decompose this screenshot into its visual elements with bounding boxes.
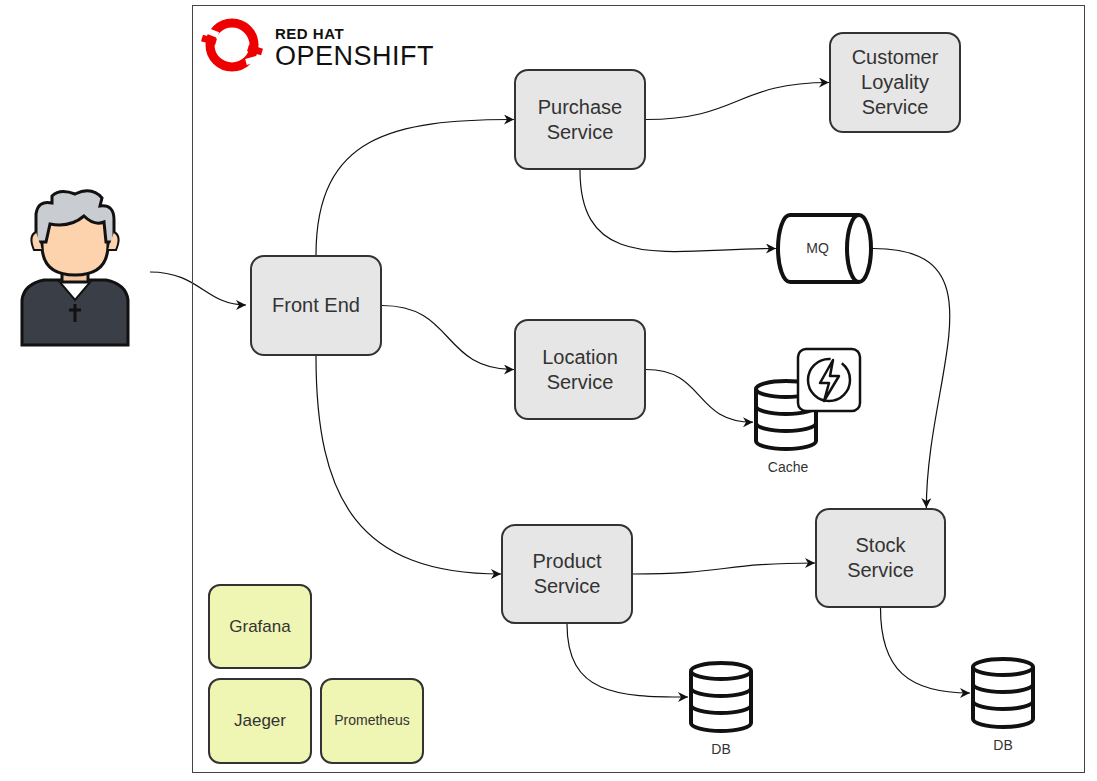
- node-label: Prometheus: [334, 712, 409, 730]
- service-box: Purchase Service: [514, 69, 646, 170]
- tool-box: Prometheus: [320, 678, 424, 764]
- connector: [881, 608, 971, 693]
- database-icon: DB: [681, 661, 761, 761]
- tool-box: Jaeger: [208, 678, 312, 764]
- connector: [567, 624, 688, 697]
- connector: [580, 170, 776, 252]
- cache-icon: Cache: [751, 347, 863, 487]
- user-arrow: [150, 272, 246, 305]
- tool-box: Grafana: [208, 584, 312, 669]
- connector: [633, 563, 815, 574]
- service-box: Customer Loyality Service: [829, 32, 961, 133]
- node-label: OPENSHIFT: [275, 43, 434, 70]
- node-label: Stock Service: [823, 533, 938, 583]
- connector: [646, 370, 753, 423]
- connector: [646, 83, 829, 120]
- queue-cylinder: MQ: [776, 213, 873, 284]
- node-label: MQ: [806, 240, 829, 258]
- user-icon: [22, 191, 128, 345]
- node-label: Location Service: [522, 345, 638, 395]
- node-label: Grafana: [229, 616, 290, 637]
- node-label: Cache: [751, 459, 825, 477]
- openshift-logo: [202, 23, 262, 67]
- database-icon: DB: [963, 657, 1043, 755]
- node-label: DB: [963, 737, 1043, 755]
- platform-frame: RED HATOPENSHIFT Front End Purchase Servic…: [192, 5, 1085, 773]
- connector: [316, 120, 514, 256]
- connector: [382, 306, 514, 370]
- service-box: Stock Service: [815, 508, 946, 608]
- service-box: Product Service: [501, 524, 633, 624]
- service-box: Location Service: [514, 319, 646, 420]
- node-label: Front End: [272, 293, 360, 318]
- service-box: Front End: [250, 255, 382, 356]
- node-label: Product Service: [509, 549, 625, 599]
- connector: [316, 356, 501, 574]
- node-label: Jaeger: [234, 710, 286, 731]
- node-label: Purchase Service: [522, 95, 638, 145]
- node-label: DB: [681, 741, 761, 759]
- node-label: RED HAT: [275, 26, 434, 43]
- connector: [873, 249, 950, 509]
- node-label: Customer Loyality Service: [837, 45, 953, 120]
